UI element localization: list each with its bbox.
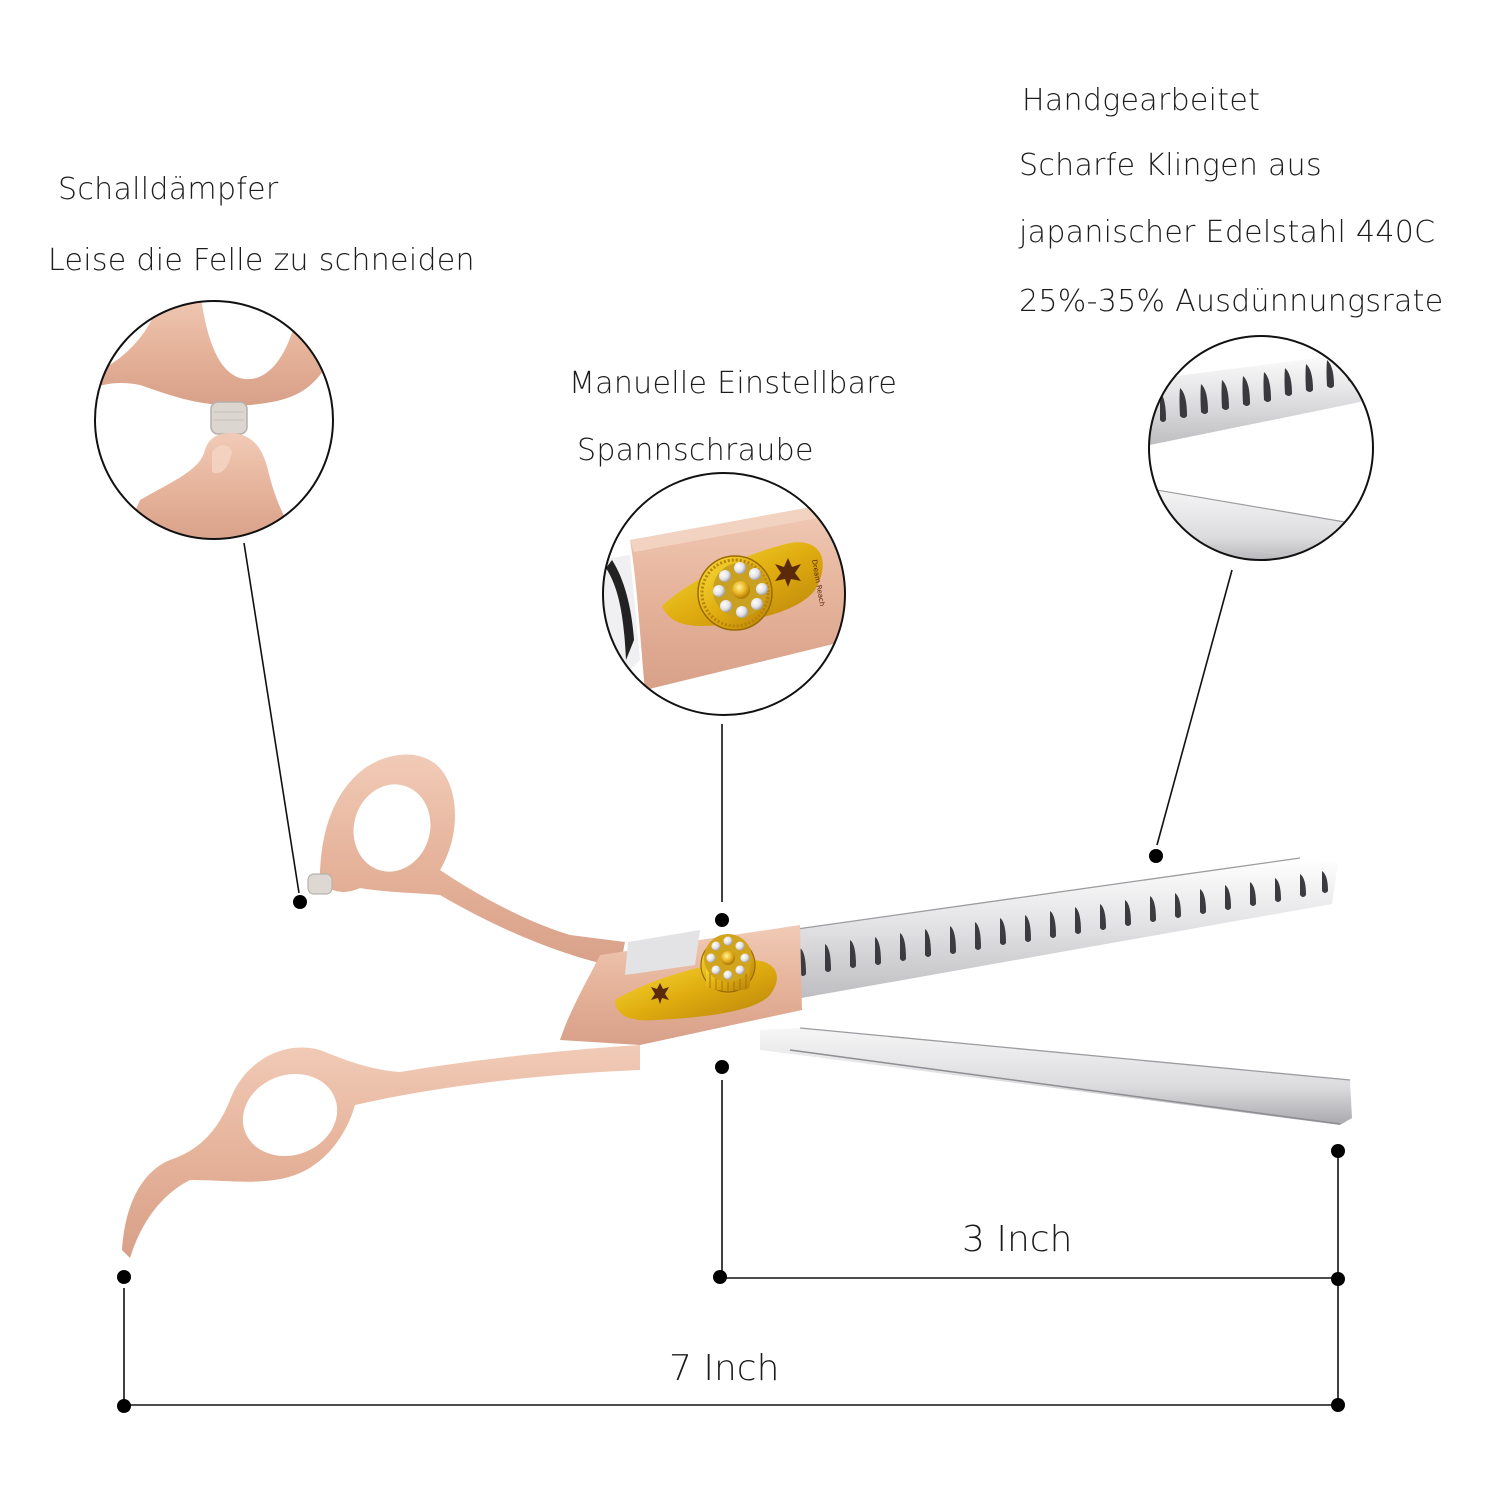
blade-dot — [1149, 849, 1163, 863]
tension-screw — [700, 934, 756, 993]
silencer-dot — [293, 895, 307, 909]
dim-7in-left-dot — [117, 1399, 131, 1413]
leader-lines — [123, 542, 1339, 1406]
blade-feature-line-4: 25%-35% Ausdünnungsrate — [1019, 284, 1444, 319]
flower-logo — [651, 983, 669, 1004]
total-length-label: 7 Inch — [669, 1348, 780, 1389]
blade-magnifier — [1148, 335, 1374, 561]
thinning-blade — [790, 858, 1338, 1000]
scissors-product-image — [122, 754, 1352, 1258]
blade-teeth — [800, 871, 1328, 976]
dim-3in-right-dot — [1331, 1272, 1345, 1286]
callout-dots — [117, 849, 1345, 1413]
blade-tip-dot — [1331, 1144, 1345, 1158]
handle-end-dot — [117, 1270, 131, 1284]
tension-screw-subtitle: Spannschraube — [577, 433, 814, 468]
screw-dot — [715, 913, 729, 927]
blade-feature-line-3: japanischer Edelstahl 440C — [1019, 215, 1436, 250]
tension-screw-magnifier: Dream Reach — [602, 472, 846, 716]
silencer-magnifier — [94, 300, 334, 540]
blade-length-label: 3 Inch — [962, 1219, 1073, 1260]
tension-screw-title: Manuelle Einstellbare — [569, 366, 898, 401]
dim-3in-left-dot — [713, 1270, 727, 1284]
blade-feature-line-1: Handgearbeitet — [1022, 83, 1261, 118]
rhinestones — [713, 562, 768, 618]
silencer-subtitle: Leise die Felle zu schneiden — [48, 243, 475, 278]
lower-handle — [122, 1045, 640, 1258]
straight-blade — [760, 1028, 1352, 1125]
pivot-dot — [715, 1060, 729, 1074]
silencer-bumper — [307, 873, 333, 895]
silencer-title: Schalldämpfer — [58, 172, 279, 207]
dim-7in-right-dot — [1331, 1398, 1345, 1412]
blade-feature-line-2: Scharfe Klingen aus — [1019, 148, 1322, 183]
